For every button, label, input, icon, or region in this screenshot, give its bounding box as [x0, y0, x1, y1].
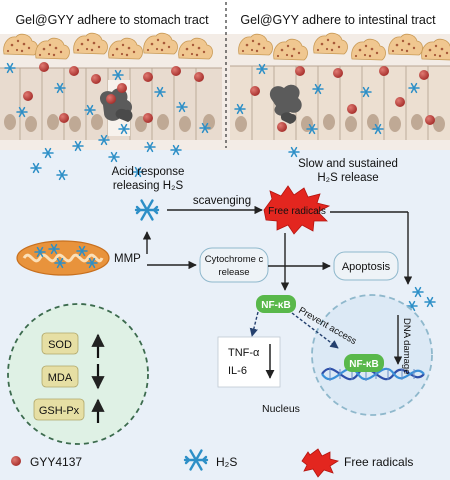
il6-label: IL-6 — [228, 365, 247, 377]
marker-sod-label: SOD — [48, 339, 72, 351]
stomach-epithelium — [0, 67, 222, 140]
nucleus-label: Nucleus — [262, 403, 300, 415]
scavenging-label: scavenging — [193, 195, 251, 207]
intestinal-epithelium — [230, 65, 450, 140]
gyy-legend-icon — [11, 456, 21, 466]
acid-response-label-line2: releasing H₂S — [113, 180, 184, 192]
apoptosis-node — [333, 251, 399, 281]
free-radicals-burst — [263, 185, 331, 235]
cytochrome-node — [199, 247, 269, 283]
marker-sod: SOD — [41, 332, 105, 358]
nfkb-nucleus-badge — [344, 354, 384, 372]
dna-damage-label: DNA damage — [401, 318, 412, 375]
marker-gsh-px-label: GSH-Px — [39, 405, 80, 417]
marker-gsh-px: GSH-Px — [33, 398, 105, 423]
intestine-title: Gel@GYY adhere to intestinal tract — [240, 13, 436, 27]
gyy-legend-label: GYY4137 — [30, 455, 82, 469]
slow-release-label-line1: Slow and sustained — [298, 158, 398, 170]
nfkb-cytoplasm-label: NF-κB — [261, 300, 290, 311]
radical-legend-label: Free radicals — [344, 455, 413, 469]
marker-mda-label: MDA — [48, 372, 73, 384]
apoptosis-label: Apoptosis — [342, 261, 391, 273]
cytochrome-label-line2: release — [218, 267, 249, 278]
h2s-legend-label: H₂S — [216, 455, 237, 469]
cytochrome-label-line1: Cytochrome c — [205, 254, 264, 265]
free-radicals-label: Free radicals — [268, 206, 326, 217]
nfkb-to-cytokine-arrow — [249, 311, 259, 337]
h2s-legend-icon — [183, 449, 209, 471]
nfkb-cytoplasm-badge — [256, 295, 296, 313]
legend: GYY4137 H₂S Free radicals — [11, 448, 413, 478]
h2s-scavenger-icon — [134, 199, 160, 221]
mmp-label: MMP — [114, 253, 141, 265]
slow-release-label-line2: H₂S release — [317, 172, 378, 184]
acid-response-label-line1: Acid response — [112, 166, 185, 178]
tnf-label: TNF-α — [228, 347, 260, 359]
nfkb-nucleus-label: NF-κB — [349, 359, 378, 370]
radical-legend-icon — [301, 448, 340, 478]
marker-mda: MDA — [41, 364, 105, 390]
mitochondrion-icon — [16, 240, 110, 276]
stomach-title: Gel@GYY adhere to stomach tract — [15, 13, 209, 27]
